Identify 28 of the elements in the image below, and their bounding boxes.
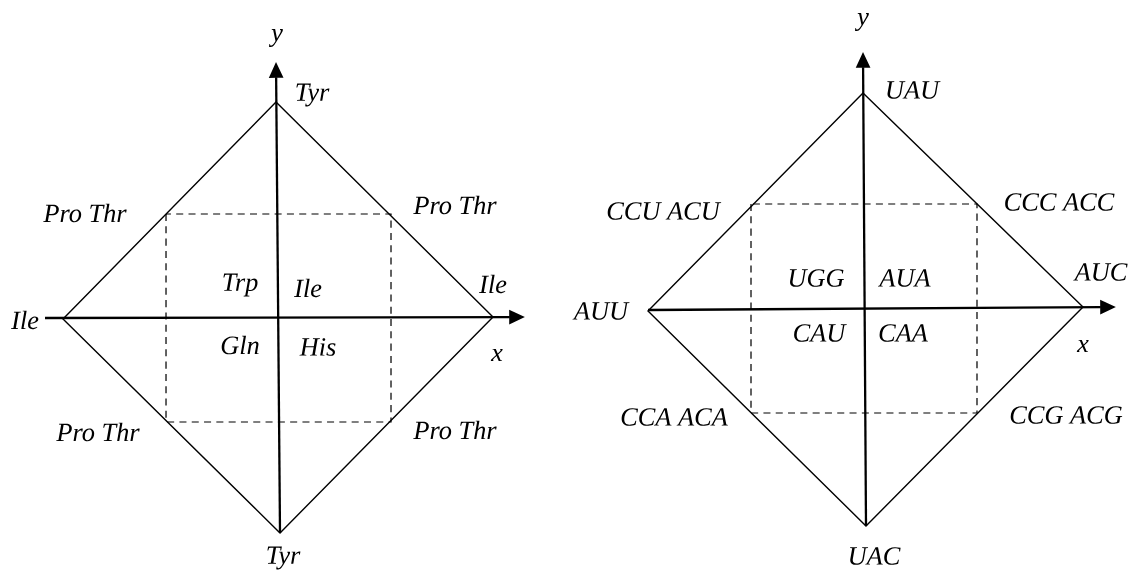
vertex-label: Gln [221, 335, 259, 355]
vertex-label: CAA [879, 324, 928, 342]
vertex-label: Pro Thr [413, 195, 497, 215]
axis-label: y [268, 29, 283, 47]
vertex-label: AUU [572, 302, 630, 320]
vertex-label: UAC [850, 547, 901, 565]
vertex-label: Tyr [296, 83, 330, 107]
vertex-label: Pro Thr [43, 203, 127, 223]
axis-label: x [1076, 339, 1089, 353]
vertex-label: AUC [1073, 263, 1128, 281]
vertex-label: Tyr [267, 546, 301, 570]
vertex-label: CAU [794, 324, 847, 342]
vertex-label: Ile [294, 278, 322, 298]
vertex-label: CCC ACC [1005, 193, 1115, 211]
vertex-label: Trp [223, 273, 258, 297]
axis-label: x [490, 348, 503, 362]
vertex-label: Pro Thr [56, 422, 140, 442]
vertex-label: His [299, 338, 336, 356]
vertex-label: Pro Thr [413, 420, 497, 440]
axis-label: y [854, 13, 869, 31]
vertex-label: CCG ACG [1010, 406, 1123, 424]
vertex-label: Ile [479, 274, 507, 294]
vertex-label: AUA [877, 269, 931, 287]
vertex-label: CCA ACA [621, 408, 728, 426]
vertex-label: UGG [789, 269, 844, 287]
vertex-label: UAU [887, 81, 941, 99]
vertex-label: CCU ACU [607, 202, 722, 220]
vertex-label: Ile [11, 310, 39, 330]
